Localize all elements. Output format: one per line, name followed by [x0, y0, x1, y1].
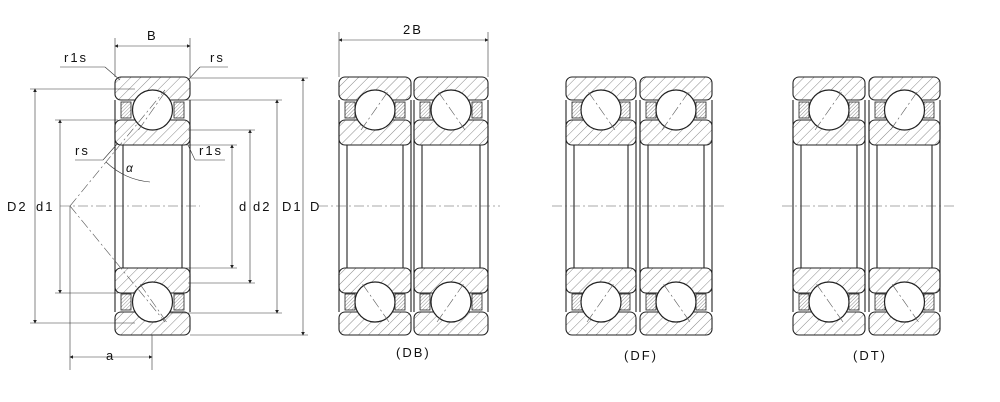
label-d2: d2: [253, 199, 271, 214]
cage: [645, 101, 657, 119]
cage: [173, 101, 185, 119]
label-D1: D1: [282, 199, 303, 214]
cage: [344, 101, 356, 119]
label-rs-inner: rs: [75, 143, 90, 158]
cage: [695, 101, 707, 119]
cage: [923, 293, 935, 311]
label-B: B: [147, 28, 158, 43]
label-DF: (DF): [624, 348, 658, 363]
label-D2: D2: [7, 199, 28, 214]
cage: [471, 101, 483, 119]
label-D: D: [310, 199, 321, 214]
label-DT: (DT): [853, 348, 887, 363]
dt-bearing-left: [792, 76, 866, 336]
cage: [394, 293, 406, 311]
cage: [394, 101, 406, 119]
label-d1: d1: [36, 199, 54, 214]
label-rs-top: rs: [210, 50, 225, 65]
cage: [471, 293, 483, 311]
cage: [923, 101, 935, 119]
label-a: a: [106, 348, 115, 363]
cage: [848, 293, 860, 311]
label-2B: 2B: [403, 22, 423, 37]
cage: [798, 293, 810, 311]
df-bearing-right: [639, 76, 713, 336]
cage: [848, 101, 860, 119]
dt-bearing-right: [868, 76, 941, 336]
cage: [645, 293, 657, 311]
cage: [120, 101, 132, 119]
cage: [344, 293, 356, 311]
dimension-lines: [30, 32, 955, 370]
db-bearing-right: [413, 76, 489, 336]
label-d: d: [239, 199, 248, 214]
cage: [419, 293, 431, 311]
cage: [419, 101, 431, 119]
label-alpha: α: [126, 161, 135, 175]
cage: [798, 101, 810, 119]
cage: [874, 293, 886, 311]
cage: [874, 101, 886, 119]
label-DB: (DB): [396, 345, 431, 360]
cage: [173, 293, 185, 311]
label-r1s-inner: r1s: [199, 143, 223, 158]
label-r1s-top: r1s: [64, 50, 88, 65]
cage: [120, 293, 132, 311]
dimension-labels: B a D2 d1 d d2 D1 D α r1s rs rs r1s 2B (…: [7, 22, 887, 363]
db-bearing-left: [338, 76, 412, 336]
cage: [695, 293, 707, 311]
df-bearing-left: [565, 76, 637, 336]
